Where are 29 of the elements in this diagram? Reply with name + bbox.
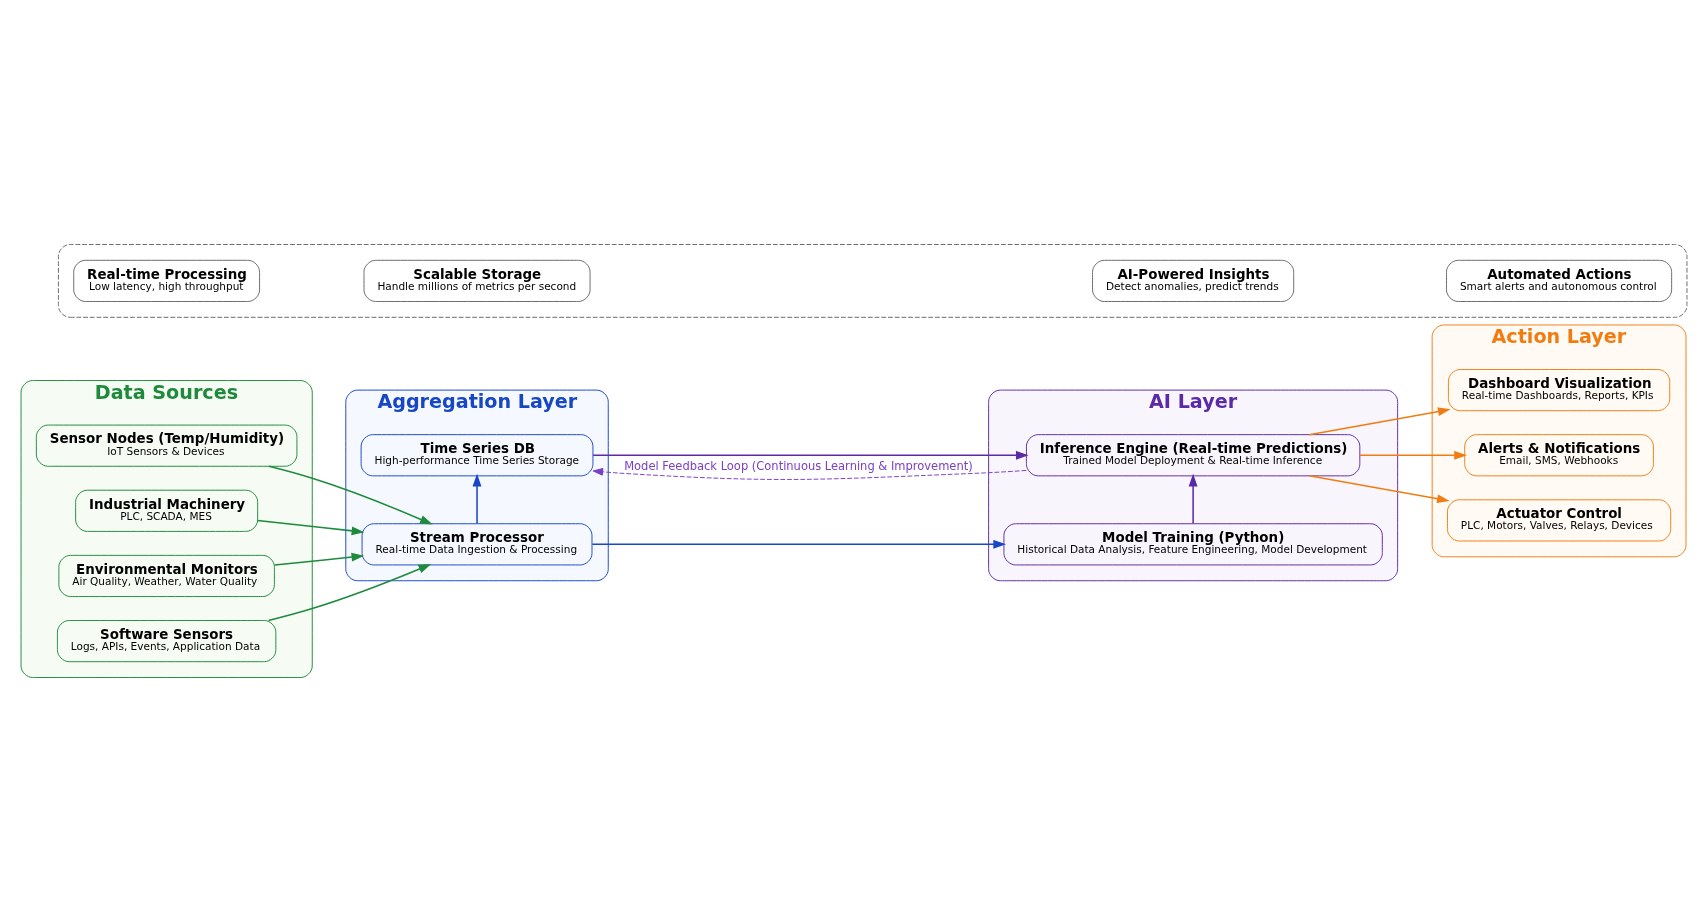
arrow — [1308, 474, 1450, 503]
node-box: Automated Actions Smart alerts and autonomous control — [1446, 259, 1673, 302]
node-box: Environmental Monitors Air Quality, Weather, Water Quality — [58, 554, 275, 597]
arrow — [273, 552, 365, 566]
node-box: Stream Processor Real-time Data Ingestion & Processing — [361, 522, 593, 565]
node-box: Time Series DB High-performance Time Series Storage — [360, 433, 594, 476]
arrow — [1308, 406, 1451, 435]
node-box: Scalable Storage Handle millions of metrics per second — [363, 259, 591, 302]
node-box: Alerts & Notifications Email, SMS, Webhooks — [1464, 433, 1654, 476]
node-box: AI-Powered Insights Detect anomalies, predict trends — [1092, 259, 1295, 302]
node-box: Dashboard Visualization Real-time Dashboards, Reports, KPIs — [1447, 368, 1671, 411]
arrow — [1359, 450, 1467, 460]
node-box: Software Sensors Logs, APIs, Events, Application Data — [56, 619, 277, 662]
arrow — [592, 450, 1029, 460]
arrow — [1188, 473, 1198, 524]
arrow — [256, 519, 365, 535]
node-box: Actuator Control PLC, Motors, Valves, Relays, Devices — [1447, 498, 1672, 541]
node-box: Real-time Processing Low latency, high throughput — [73, 259, 261, 302]
node-box: Sensor Nodes (Temp/Humidity) IoT Sensors & Devices — [35, 424, 298, 467]
arrow — [472, 473, 482, 524]
node-box: Model Training (Python) Historical Data Analysis, Feature Engineering, Model Development — [1003, 522, 1383, 565]
node-box: Inference Engine (Real-time Predictions) Trained Model Deployment & Real-time Inference — [1025, 433, 1361, 476]
arrow — [267, 563, 432, 621]
edge-label: Model Feedback Loop (Continuous Learning & Improvement) — [624, 458, 973, 473]
node-box: Industrial Machinery PLC, SCADA, MES — [75, 489, 259, 532]
arrow — [268, 465, 433, 525]
cluster — [57, 243, 1688, 318]
arrow — [592, 467, 1027, 480]
arrow — [591, 539, 1006, 549]
